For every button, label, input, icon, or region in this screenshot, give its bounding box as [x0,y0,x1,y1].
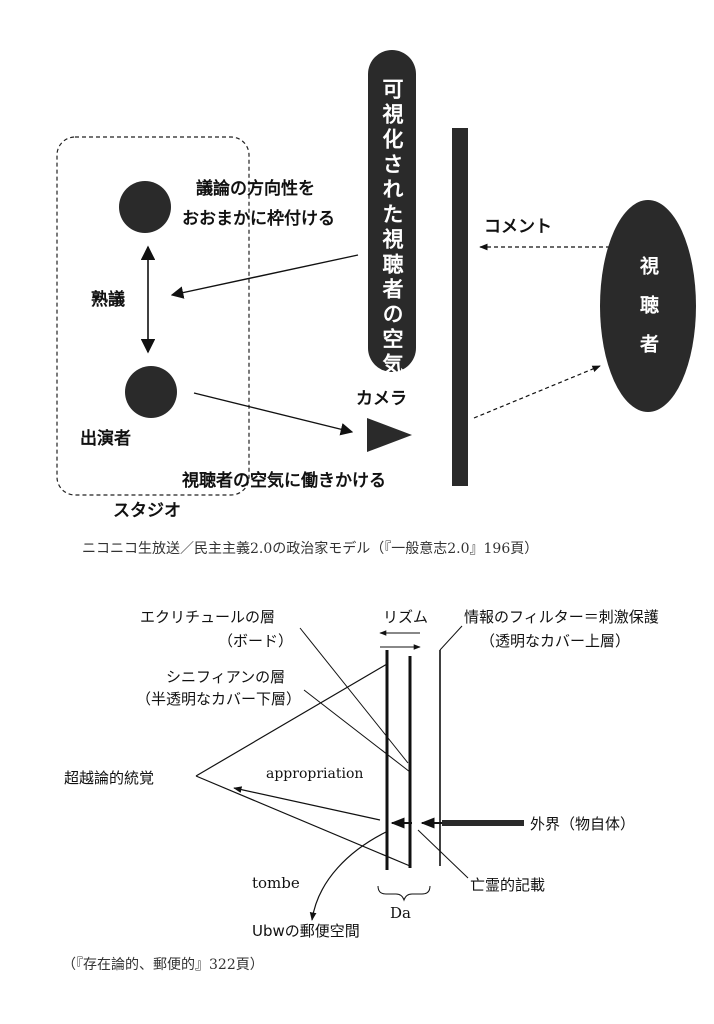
ubw-postal-space-label: Ubwの郵便空間 [252,922,360,940]
ecriture-leader [299,627,409,764]
da-brace [377,885,431,902]
tombe-label: tombe [252,874,300,892]
camera-triangle [367,418,412,452]
top-diagram: 熟議 出演者 議論の方向性を おおまかに枠付ける 可視化された視聴者の空気 カメ… [56,50,696,557]
cone-lower [195,775,411,867]
bottom-diagram: エクリチュールの層 （ボード） シニフィアンの層 （半透明なカバー下層） リズム… [62,608,659,973]
top-caption: ニコニコ生放送／民主主義2.0の政治家モデル（『一般意志2.0』196頁） [82,540,538,557]
outer-world-input [442,820,524,826]
framing-annotation-line2: おおまかに枠付ける [182,208,335,229]
visualized-atmosphere-text: 可視化された視聴者の空気 [380,78,405,378]
info-filter-label: 情報のフィルター＝刺激保護 [464,608,659,626]
ecriture-layer-sublabel: （ボード） [218,632,293,650]
influence-annotation: 視聴者の空気に働きかける [181,470,386,491]
signifiant-layer-sublabel: （半透明なカバー下層） [136,690,301,708]
framing-annotation-line1: 議論の方向性を [196,178,315,199]
viewers-text: 視聴者 [637,255,660,373]
ghost-record-label: 亡霊的記載 [470,876,545,894]
camera-arrow [193,392,354,436]
ghost-record-leader [417,829,469,879]
comment-label: コメント [484,217,552,237]
appropriation-arrow [233,786,381,821]
rhythm-label: リズム [383,608,428,626]
camera-label: カメラ [356,389,407,409]
signifiant-layer-label: シニフィアンの層 [166,668,285,686]
ecriture-layer-label: エクリチュールの層 [140,608,275,626]
framing-arrow [170,254,359,299]
studio-box [56,136,250,496]
performers-label: 出演者 [80,428,131,449]
performer-circle-bottom [125,366,177,418]
cone-upper [195,663,388,777]
performer-circle-top [119,181,171,233]
transcendental-apperception-label: 超越論的統覚 [64,769,154,787]
screen-bar [452,128,468,486]
bottom-caption: （『存在論的、郵便的』322頁） [62,957,264,973]
visualized-atmosphere-pill [368,50,416,372]
tombe-arrow [309,831,387,921]
studio-label: スタジオ [113,501,181,521]
appropriation-label: appropriation [266,766,363,782]
da-label: Da [390,904,411,922]
viewers-ellipse [600,200,696,412]
broadcast-arrow [473,365,601,419]
info-filter-sublabel: （透明なカバー上層） [480,632,630,650]
signifiant-leader [303,689,411,773]
outer-world-label: 外界（物自体） [530,815,635,833]
filter-leader [439,625,463,651]
deliberation-label: 熟議 [91,289,125,310]
